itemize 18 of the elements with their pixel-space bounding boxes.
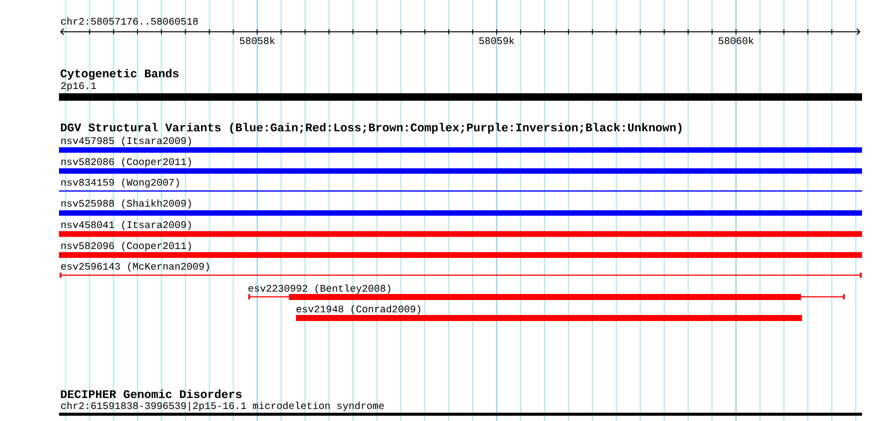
- feature-label: chr2:61591838-3996539|2p15-16.1 microdeletion syndrome: [61, 402, 384, 412]
- feature-label: nsv582086 (Cooper2011): [61, 158, 191, 168]
- tick-label: 58058k: [240, 36, 275, 44]
- region-coordinates: chr2:58057176..58060518: [61, 17, 198, 25]
- feature-label: nsv457985 (Itsara2009): [61, 136, 191, 146]
- feature-label: esv2596143 (McKernan2009): [61, 262, 209, 272]
- track-title: DGV Structural Variants (Blue:Gain;Red:Loss;Brown:Complex;Purple:Inversion;Black:Unknown): [60, 122, 682, 134]
- tick-label: 58060k: [718, 36, 754, 44]
- track-title: Cytogenetic Bands: [60, 68, 179, 80]
- feature-label: nsv525988 (Shaikh2009): [61, 199, 191, 209]
- tick-label: 58059k: [479, 36, 514, 44]
- feature-label: esv21948 (Conrad2009): [296, 305, 420, 314]
- feature-label: nsv458041 (Itsara2009): [61, 220, 191, 230]
- track-title: DECIPHER Genomic Disorders: [60, 390, 242, 398]
- feature-label: nsv582096 (Cooper2011): [61, 242, 191, 252]
- feature-label: esv2230992 (Bentley2008): [248, 284, 390, 294]
- feature-label: 2p16.1: [61, 82, 96, 92]
- feature-label: nsv834159 (Wong2007): [61, 178, 179, 188]
